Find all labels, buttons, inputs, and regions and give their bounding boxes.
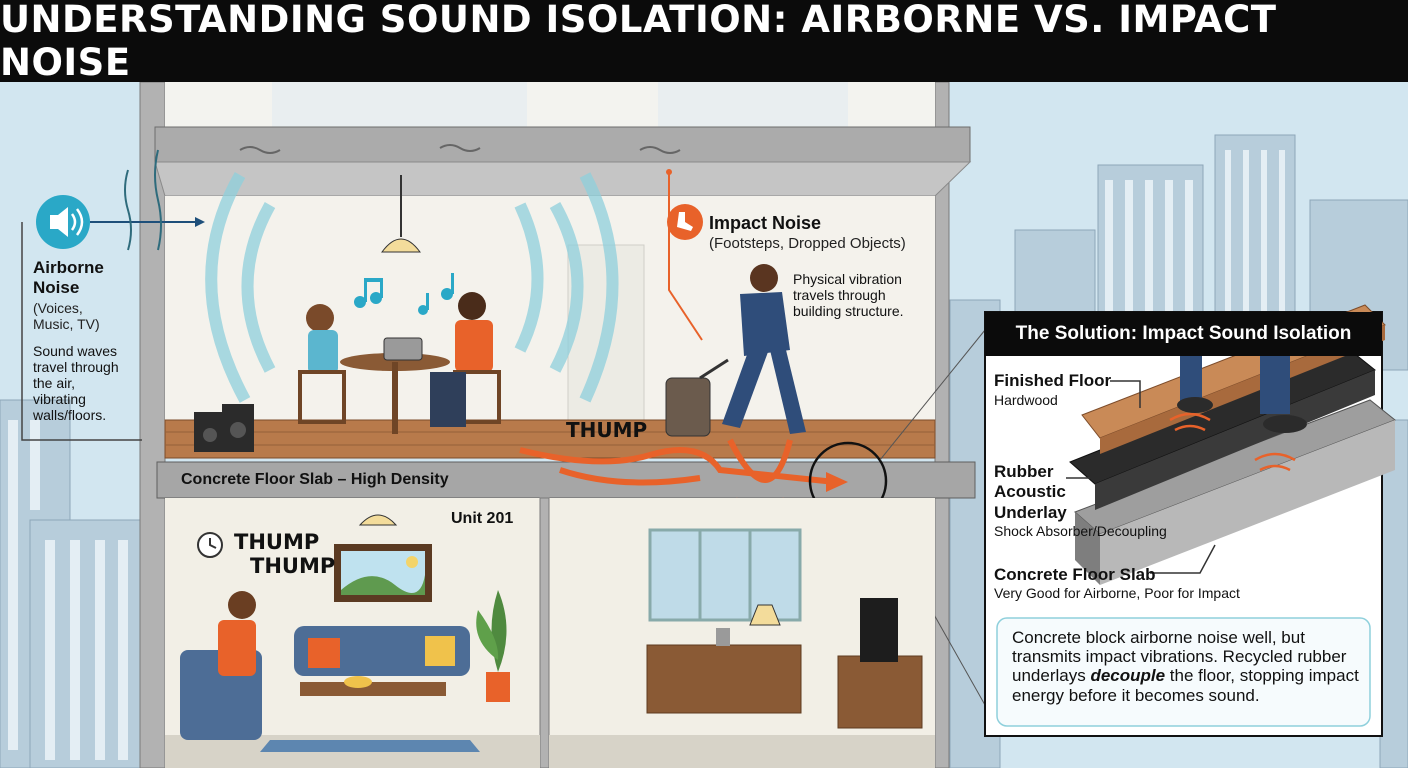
finished-floor-detail: Hardwood — [994, 392, 1058, 408]
solution-explanation: Concrete block airborne noise well, but … — [1012, 628, 1372, 705]
solution-text-part-2: the floor, stopping impact energy before… — [1012, 666, 1359, 705]
solution-emphasis: decouple — [1090, 666, 1166, 686]
unit-label: Unit 201 — [451, 510, 514, 527]
building-cutaway-illustration — [0, 82, 1408, 768]
music-notes-icon — [354, 273, 454, 315]
thump-lower-label-1: THUMP — [234, 530, 320, 554]
impact-noise-description: Physical vibration travels through build… — [793, 271, 904, 320]
solution-text-part-1: Concrete block airborne noise well, but … — [1012, 628, 1347, 686]
impact-noise-heading: Impact Noise — [709, 213, 822, 233]
concrete-slab-layer-label: Concrete Floor Slab — [994, 565, 1156, 584]
rubber-underlay-detail: Shock Absorber/Decoupling — [994, 523, 1167, 539]
airborne-noise-heading: Airborne Noise — [33, 258, 104, 297]
speaker-icon — [50, 207, 68, 237]
airborne-noise-description: Sound waves travel through the air, vibr… — [33, 343, 119, 424]
rubber-underlay-label: Rubber Acoustic Underlay — [994, 462, 1067, 522]
foot-icon — [677, 212, 693, 231]
solution-panel-title: The Solution: Impact Sound Isolation — [985, 312, 1382, 356]
airborne-noise-examples: (Voices, Music, TV) — [33, 300, 100, 333]
concrete-slab-layer-detail: Very Good for Airborne, Poor for Impact — [994, 585, 1240, 601]
impact-noise-examples: (Footsteps, Dropped Objects) — [709, 235, 906, 252]
page-title: UNDERSTANDING SOUND ISOLATION: AIRBORNE … — [0, 0, 1408, 84]
finished-floor-label: Finished Floor — [994, 371, 1112, 390]
airborne-sound-waves — [205, 172, 619, 403]
concrete-slab-label: Concrete Floor Slab – High Density — [181, 471, 449, 488]
thump-lower-label-2: THUMP — [250, 554, 336, 578]
thump-upper-label: THUMP — [566, 418, 648, 442]
